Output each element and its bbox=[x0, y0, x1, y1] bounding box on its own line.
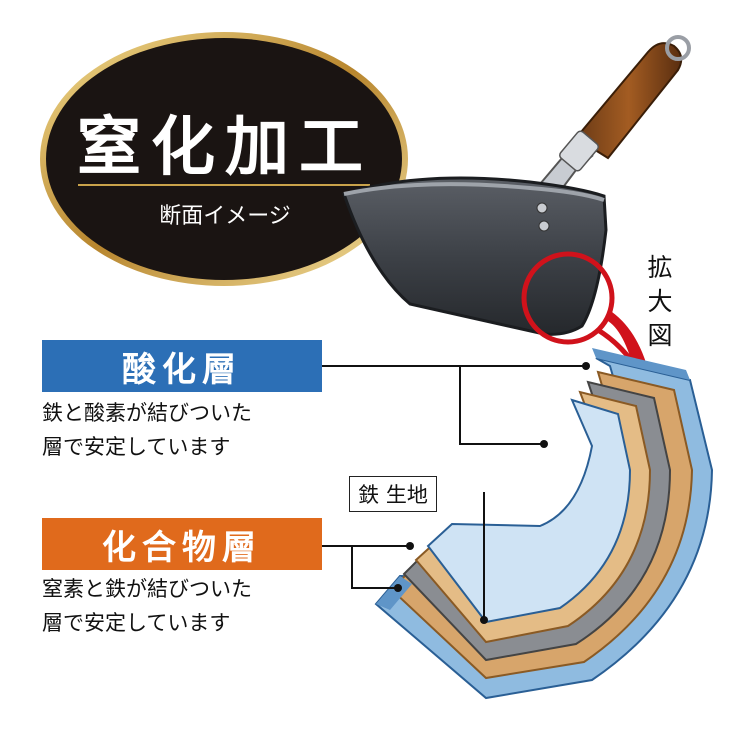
nitride-layer-desc-1: 窒素と鉄が結びついた bbox=[42, 572, 342, 606]
oxide-layer-desc-2: 層で安定しています bbox=[42, 430, 342, 464]
iron-base-label: 鉄 生地 bbox=[349, 476, 437, 512]
nitride-layer-title: 化合物層 bbox=[42, 518, 322, 570]
oxide-layer-desc-1: 鉄と酸素が結びついた bbox=[42, 396, 342, 430]
oxide-layer-title: 酸化層 bbox=[42, 340, 322, 392]
nitride-layer-desc-2: 層で安定しています bbox=[42, 606, 342, 640]
